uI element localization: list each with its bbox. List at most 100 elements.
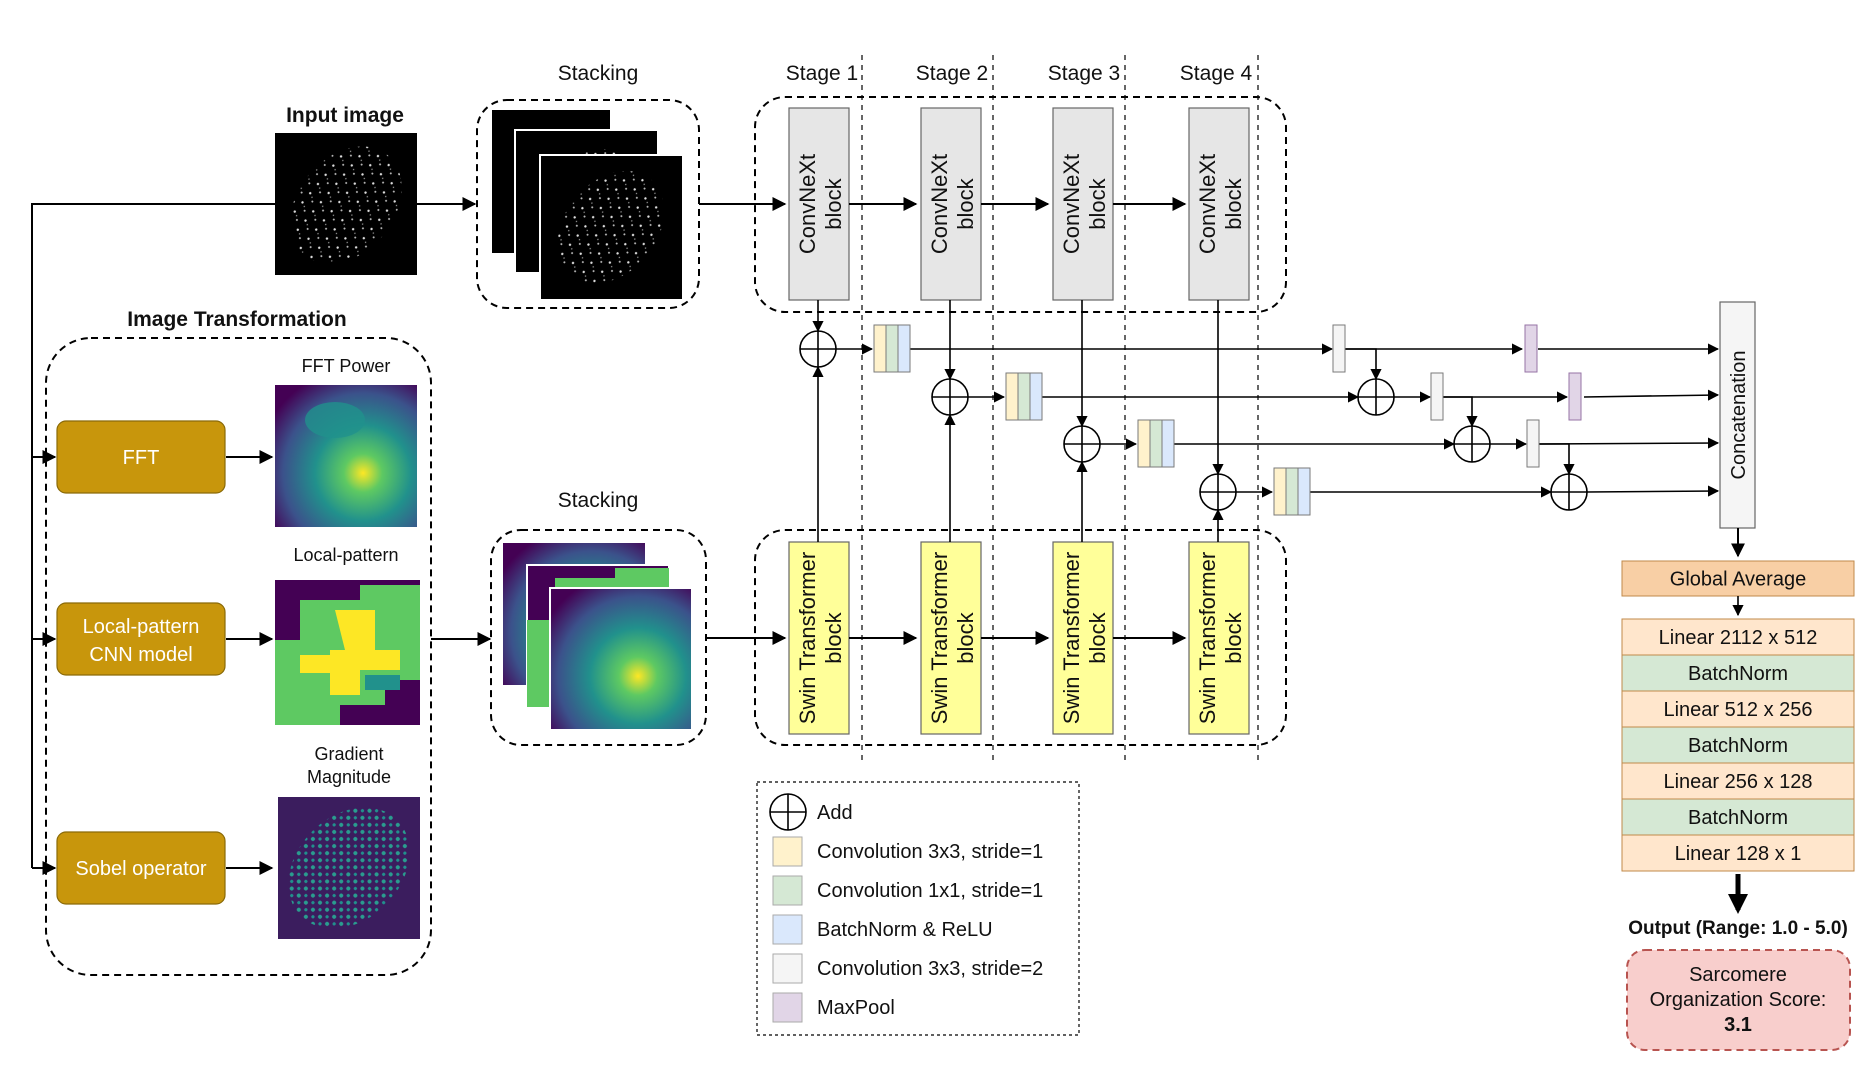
stacking-bottom-label: Stacking [558,489,639,512]
conv-triple-block [1273,467,1311,516]
head-layer-7: BatchNorm [1621,798,1855,836]
svg-text:Add: Add [817,802,853,824]
legend-item-1: Add [769,793,853,831]
stage-label-3: Stage 3 [1048,62,1120,85]
local-pattern-image [275,580,420,725]
method-arrows [226,450,274,875]
method-button-3: Sobel operator [56,831,226,905]
maxpool-block [1524,324,1538,373]
convnext-block-stage-3: ConvNeXtblock [1052,107,1114,301]
add-icon [1357,378,1395,416]
swin-block-stage-2: Swin Transformerblock [920,541,982,735]
svg-text:Local-pattern: Local-pattern [83,616,200,638]
swin-block-stage-1: Swin Transformerblock [788,541,850,735]
svg-text:Concatenation: Concatenation [1728,351,1750,480]
head-layer-8: Linear 128 x 1 [1621,834,1855,872]
svg-text:FFT: FFT [123,447,160,469]
method-button-1: FFT [56,420,226,494]
add-icon [1063,425,1101,463]
stacked-images-bottom [503,543,693,731]
svg-text:Convolution 1x1, stride=1: Convolution 1x1, stride=1 [817,880,1043,902]
svg-text:MaxPool: MaxPool [817,997,895,1019]
stacking-top-label: Stacking [558,62,639,85]
fft-image-label: FFT Power [302,356,391,376]
add-nodes [799,330,1588,511]
gradient-image-label-line2: Magnitude [307,767,391,787]
convnext-block-stage-2: ConvNeXtblock [920,107,982,301]
score-line2: Organization Score: [1650,989,1827,1011]
stacking-top-group [476,99,700,309]
svg-text:Linear 512 x 256: Linear 512 x 256 [1663,699,1812,721]
gradient-magnitude-image [278,797,420,939]
output-range-label: Output (Range: 1.0 - 5.0) [1628,918,1848,939]
input-trunk-lines [31,197,477,875]
convnext-block-stage-4: ConvNeXtblock [1188,107,1250,301]
stride2-conv-block [1526,419,1540,468]
legend-item-5: Convolution 3x3, stride=2 [772,953,1043,984]
stride2-conv-blocks [1332,324,1540,468]
legend-swatch [772,953,803,984]
svg-text:Linear 2112 x 512: Linear 2112 x 512 [1659,627,1818,649]
svg-text:BatchNorm: BatchNorm [1688,807,1788,829]
add-icon [931,378,969,416]
image-transformation-title: Image Transformation [127,308,346,331]
stacked-images-top [492,110,684,301]
svg-text:Linear 128 x 1: Linear 128 x 1 [1675,843,1802,865]
input-image [275,133,417,275]
score-line1: Sarcomere [1689,964,1787,986]
legend-swatch [772,914,803,945]
stride2-conv-block [1332,324,1346,373]
stage-label-2: Stage 2 [916,62,988,85]
svg-text:ConvNeXtblock: ConvNeXtblock [1059,154,1110,254]
svg-text:ConvNeXtblock: ConvNeXtblock [1195,154,1246,254]
svg-text:Swin Transformerblock: Swin Transformerblock [1195,552,1246,724]
svg-text:Convolution 3x3, stride=1: Convolution 3x3, stride=1 [817,841,1043,863]
input-image-label: Input image [286,104,404,127]
stage-dividers [861,55,1259,760]
svg-text:Convolution 3x3, stride=2: Convolution 3x3, stride=2 [817,958,1043,980]
head-layer-1: Global Average [1621,560,1855,597]
head-layer-5: BatchNorm [1621,726,1855,764]
swin-block-stage-4: Swin Transformerblock [1188,541,1250,735]
fusion-connections [812,300,1720,542]
image-transformation-group [45,337,432,976]
svg-text:Swin Transformerblock: Swin Transformerblock [1059,552,1110,724]
svg-text:Global Average: Global Average [1670,569,1806,591]
local-pattern-image-label: Local-pattern [293,545,398,565]
head-layer-6: Linear 256 x 128 [1621,762,1855,800]
add-icon [769,793,807,831]
score-value: 3.1 [1724,1014,1752,1036]
svg-text:ConvNeXtblock: ConvNeXtblock [927,154,978,254]
conv-triple-block [1005,372,1043,421]
legend-swatch [772,836,803,867]
svg-text:ConvNeXtblock: ConvNeXtblock [795,154,846,254]
head-layer-3: BatchNorm [1621,654,1855,692]
stage-label-1: Stage 1 [786,62,858,85]
svg-text:Sobel operator: Sobel operator [75,858,207,880]
add-icon [799,330,837,368]
legend-item-6: MaxPool [772,992,895,1023]
gradient-image-label: Gradient [314,744,383,764]
head-layer-2: Linear 2112 x 512 [1621,618,1855,656]
swin-block-stage-3: Swin Transformerblock [1052,541,1114,735]
convnext-block-stage-1: ConvNeXtblock [788,107,850,301]
concatenation-block: Concatenation [1719,301,1756,529]
legend-swatch [772,992,803,1023]
conv-triple-block [873,324,911,373]
legend-swatch [772,875,803,906]
legend-item-3: Convolution 1x1, stride=1 [772,875,1043,906]
stride2-conv-block [1430,372,1444,421]
legend-item-4: BatchNorm & ReLU [772,914,993,945]
stage-label-4: Stage 4 [1180,62,1253,85]
conv-triple-blocks [873,324,1311,516]
score-box: Sarcomere Organization Score: 3.1 [1626,949,1851,1051]
head-layer-4: Linear 512 x 256 [1621,690,1855,728]
svg-text:Swin Transformerblock: Swin Transformerblock [927,552,978,724]
legend-box [756,781,1080,1036]
maxpool-block [1568,372,1582,421]
fft-power-image [275,385,417,527]
conv-triple-block [1137,419,1175,468]
svg-text:BatchNorm & ReLU: BatchNorm & ReLU [817,919,993,941]
